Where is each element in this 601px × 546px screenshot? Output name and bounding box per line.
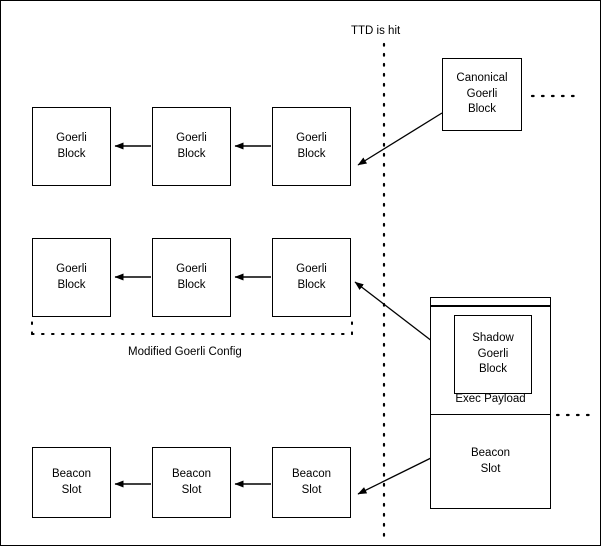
goerli-block-r1-c2[interactable]: Goerli Block [152,107,231,186]
connector-canonical-to-goerli [357,112,443,166]
goerli-block-r1-c1[interactable]: Goerli Block [32,107,111,186]
payload-header-strip [430,297,551,306]
ttd-label: TTD is hit [351,25,401,37]
shadow-goerli-block[interactable]: Shadow Goerli Block [454,315,532,394]
beacon-slot-r3-c2[interactable]: Beacon Slot [152,447,231,518]
beacon-slot-payload[interactable]: Beacon Slot [430,415,551,509]
beacon-slot-r3-c1[interactable]: Beacon Slot [32,447,111,518]
canonical-goerli-block[interactable]: Canonical Goerli Block [442,58,522,131]
goerli-block-r2-c3[interactable]: Goerli Block [272,238,351,317]
modified-goerli-config-label: Modified Goerli Config [128,346,242,358]
exec-payload-label: Exec Payload [455,393,526,405]
connector-beacon-to-slot [357,457,432,495]
goerli-block-r2-c2[interactable]: Goerli Block [152,238,231,317]
goerli-block-r1-c3[interactable]: Goerli Block [272,107,351,186]
beacon-slot-r3-c3[interactable]: Beacon Slot [272,447,351,518]
goerli-block-r2-c1[interactable]: Goerli Block [32,238,111,317]
